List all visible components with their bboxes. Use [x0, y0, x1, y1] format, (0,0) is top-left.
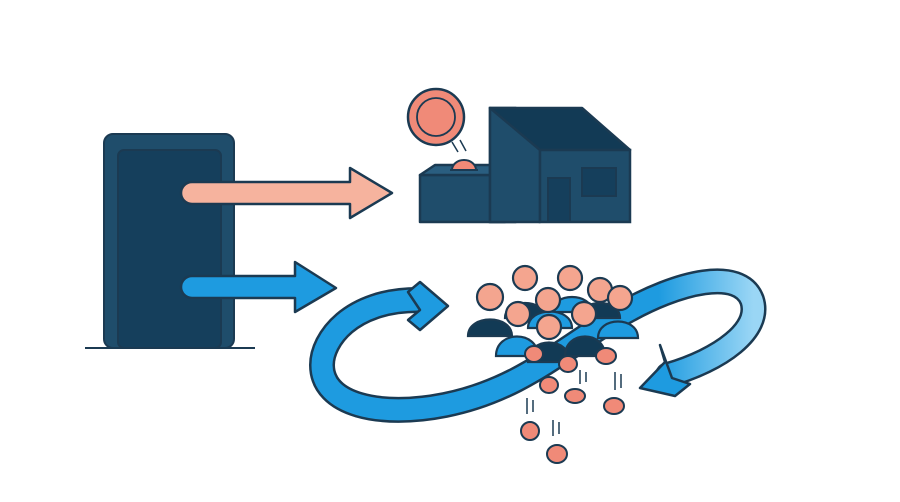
crowd-icon	[466, 264, 640, 364]
coin-icon	[406, 87, 466, 147]
falling-coins-icon	[520, 345, 625, 464]
donation-box-icon	[418, 139, 507, 224]
loop-arrow-icon	[308, 268, 767, 423]
door-icon	[85, 133, 255, 349]
blue-arrow-icon	[179, 260, 338, 314]
salmon-arrow-icon	[179, 166, 394, 220]
house-icon	[488, 106, 632, 224]
